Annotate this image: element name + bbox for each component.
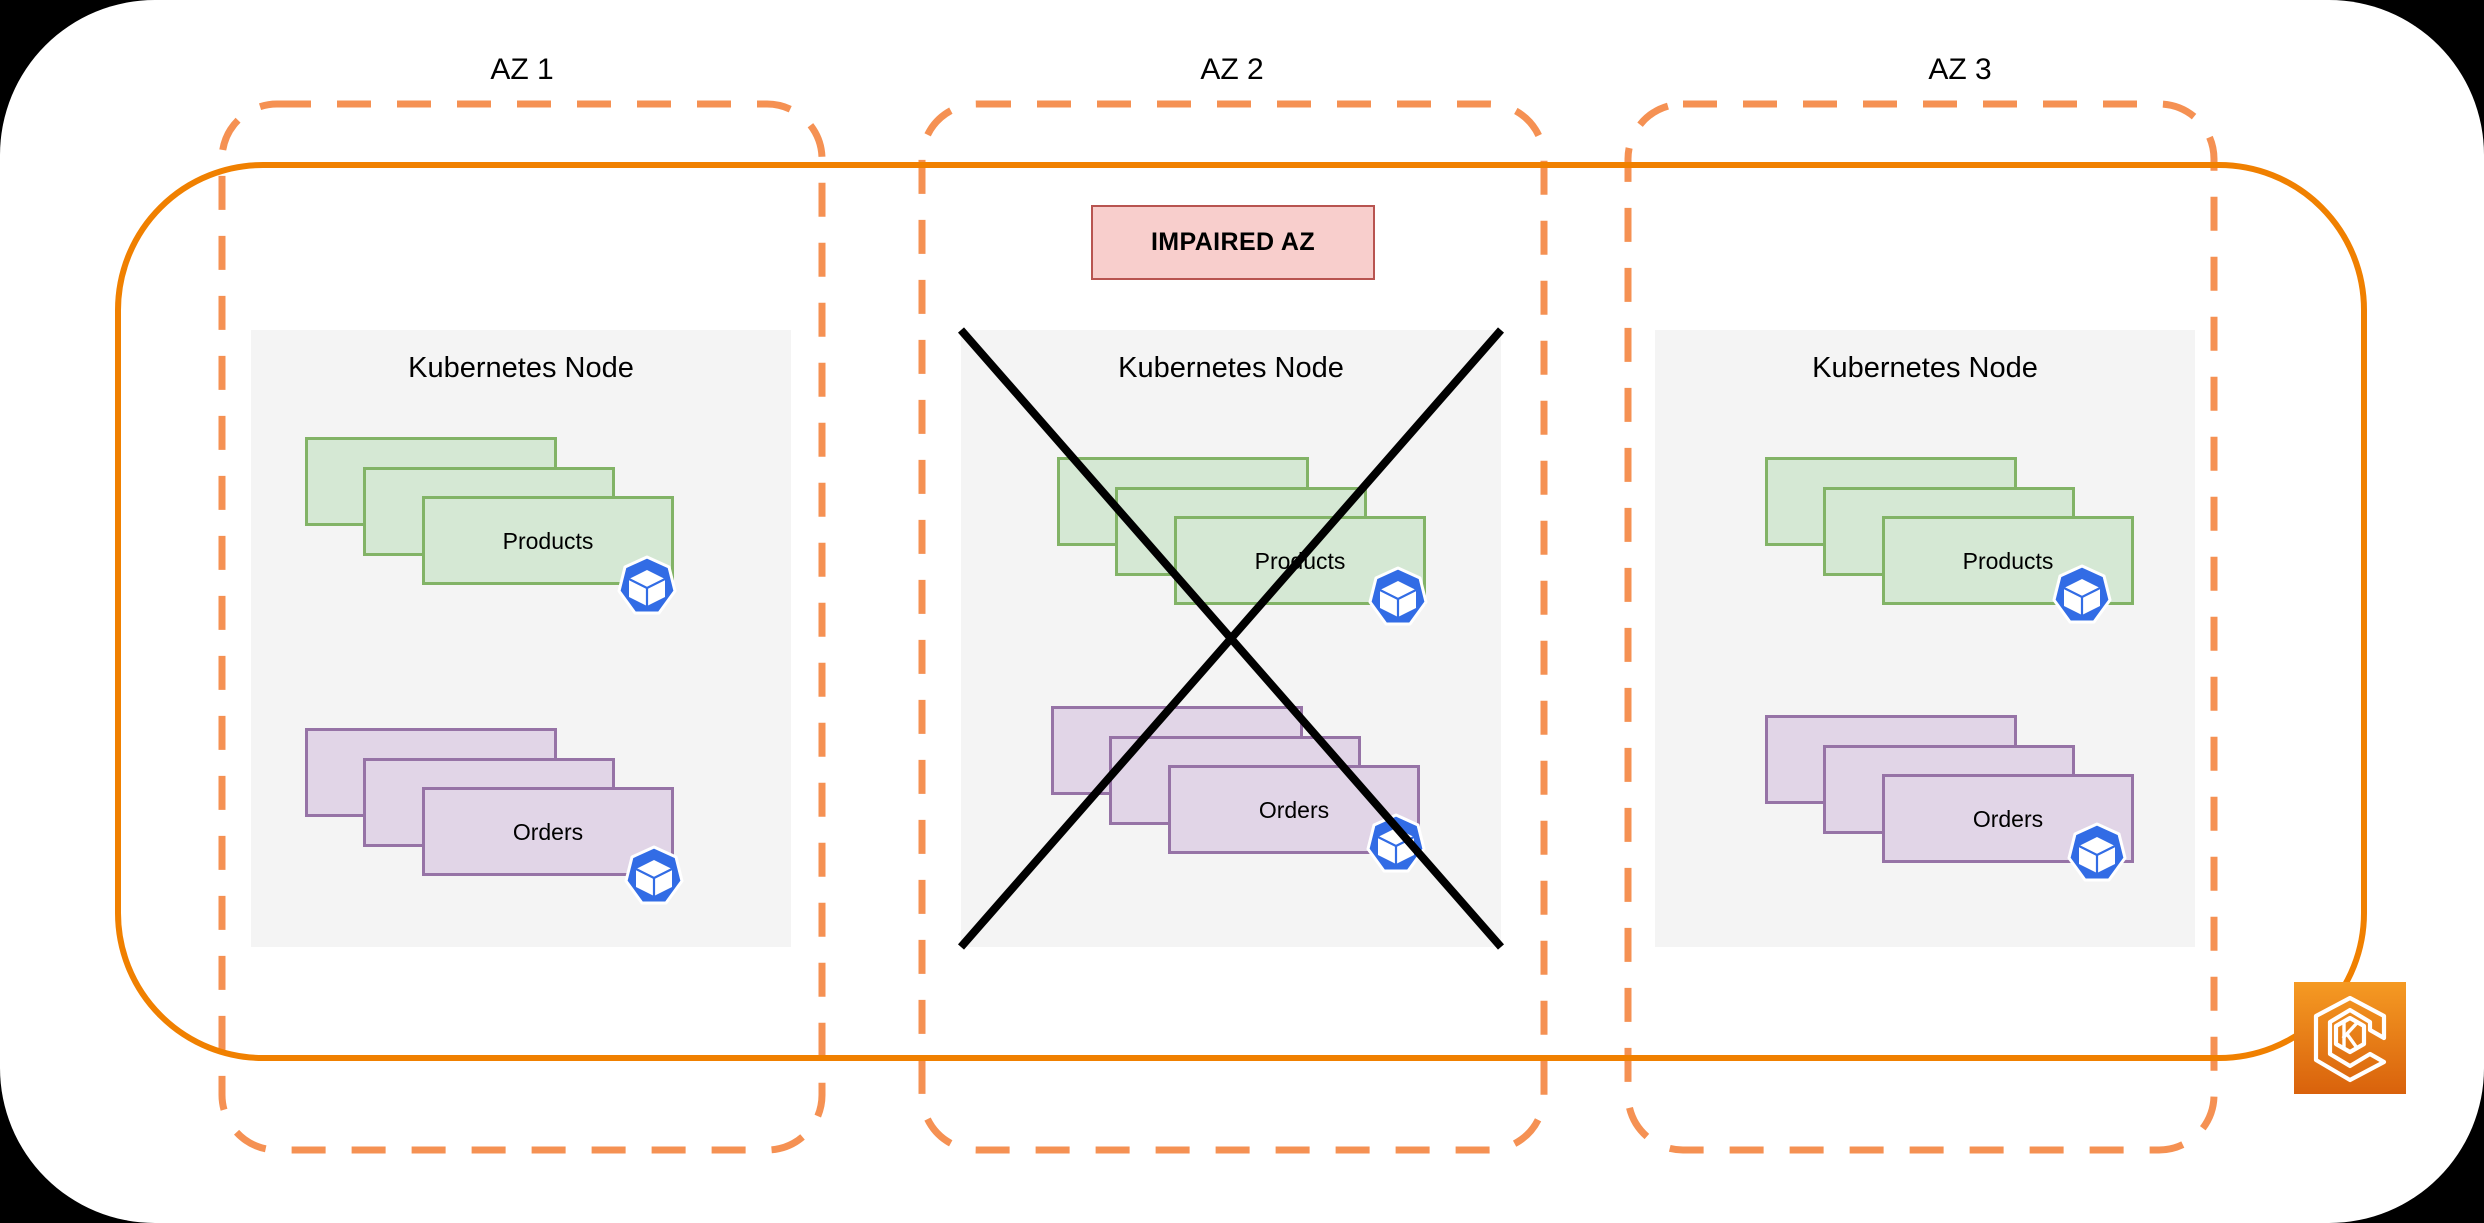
az1-node-title: Kubernetes Node [408, 352, 634, 384]
az1-products-label: Products [502, 528, 594, 554]
az1-orders-pod-stack[interactable]: Orders [305, 728, 674, 888]
az3-label: AZ 3 [1928, 53, 1992, 86]
az2-orders-pod-icon [1366, 813, 1426, 873]
az3-orders-pod-icon [2067, 822, 2127, 882]
az1-orders-label: Orders [512, 819, 584, 845]
az1-products-pod-icon [617, 555, 677, 615]
az3-products-pod-icon [2052, 564, 2112, 624]
impaired-az-badge: IMPAIRED AZ [1091, 205, 1375, 280]
az3-orders-label: Orders [1972, 806, 2044, 832]
az1-orders-pod-icon [624, 845, 684, 905]
amazon-eks-logo-icon[interactable] [2294, 982, 2406, 1094]
az2-label: AZ 2 [1200, 53, 1264, 86]
az1-products-pod-stack[interactable]: Products [305, 437, 674, 597]
az3-products-label: Products [1962, 548, 2054, 574]
az2-products-pod-stack[interactable]: Products [1057, 457, 1426, 617]
az3-orders-pod-stack[interactable]: Orders [1765, 715, 2134, 875]
az2-products-pod-icon [1368, 566, 1428, 626]
az2-node-title: Kubernetes Node [1118, 352, 1344, 384]
az1-label: AZ 1 [490, 53, 554, 86]
az3-node-title: Kubernetes Node [1812, 352, 2038, 384]
az2-orders-pod-stack[interactable]: Orders [1051, 706, 1420, 866]
